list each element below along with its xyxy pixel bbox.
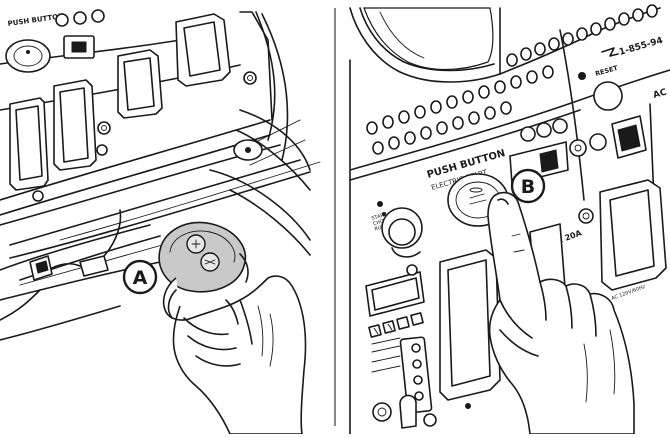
- reset-button-area: RESET: [578, 64, 623, 111]
- left-panel: PUSH BUTTON: [0, 9, 321, 435]
- right-outlet-large: AC 120V/60Hz: [578, 179, 667, 302]
- ventilation-holes-top: [506, 4, 658, 67]
- remote-key-fob: [158, 221, 249, 293]
- right-panel: 1-855-94 RESET AC PUSH BU: [349, 4, 670, 435]
- control-buttons-row: [368, 312, 424, 338]
- right-hand: [487, 191, 635, 435]
- control-buttons-column: [371, 336, 433, 414]
- callout-b: B: [510, 168, 546, 204]
- left-outlet-3: [117, 49, 163, 119]
- start-choke-label: STARTCHOKERUN: [371, 211, 393, 232]
- ac-top-label: AC: [652, 87, 668, 100]
- left-hand: [162, 275, 307, 435]
- ventilation-holes-row-3: [372, 101, 512, 155]
- phone-label: 1-855-94: [601, 36, 664, 58]
- control-display: [365, 264, 425, 317]
- bottom-knobs: [372, 394, 437, 429]
- phone-number-text: 1-855-94: [618, 36, 664, 58]
- rocker-switch: [611, 115, 647, 159]
- left-remote-receiver-plug: [29, 209, 122, 281]
- left-outlet-1: [9, 97, 49, 191]
- callout-a-letter: A: [133, 267, 148, 289]
- ventilation-holes-row-2: [366, 65, 554, 135]
- left-outlet-2: [53, 79, 97, 171]
- right-outlet-middle: [439, 249, 501, 409]
- callout-b-letter: B: [521, 176, 535, 198]
- left-outlet-4: [175, 13, 231, 87]
- callout-a: A: [122, 259, 158, 295]
- reset-label: RESET: [594, 64, 619, 78]
- choke-knob: STARTCHOKERUN: [371, 201, 423, 258]
